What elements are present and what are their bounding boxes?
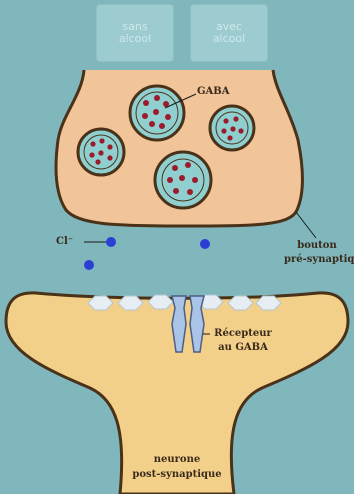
neurone-label-line2: post-synaptique (122, 469, 232, 481)
recepteur-label: Récepteur au GABA (208, 328, 278, 354)
recepteur-label-line2: au GABA (208, 342, 278, 354)
neurone-label-line1: neurone (122, 454, 232, 466)
chloride-ion-3 (84, 260, 94, 270)
chlore-label: Cl⁻ (56, 236, 73, 248)
chloride-ion-2 (200, 239, 210, 249)
bouton-label-line1: bouton (284, 240, 350, 252)
bouton-pointer (296, 212, 316, 238)
sans-alcool-line2: alcool (119, 33, 151, 45)
bouton-label: bouton pré-synaptique (284, 240, 350, 266)
avec-alcool-line2: alcool (213, 33, 245, 45)
sans-alcool-button[interactable]: sans alcool (96, 4, 174, 62)
recepteur-label-line1: Récepteur (208, 328, 278, 340)
gaba-label: GABA (197, 86, 230, 98)
bouton-label-line2: pré-synaptique (284, 254, 350, 266)
chloride-ion-1 (106, 237, 116, 247)
avec-alcool-button[interactable]: avec alcool (190, 4, 268, 62)
neurone-label: neurone post-synaptique (122, 454, 232, 481)
